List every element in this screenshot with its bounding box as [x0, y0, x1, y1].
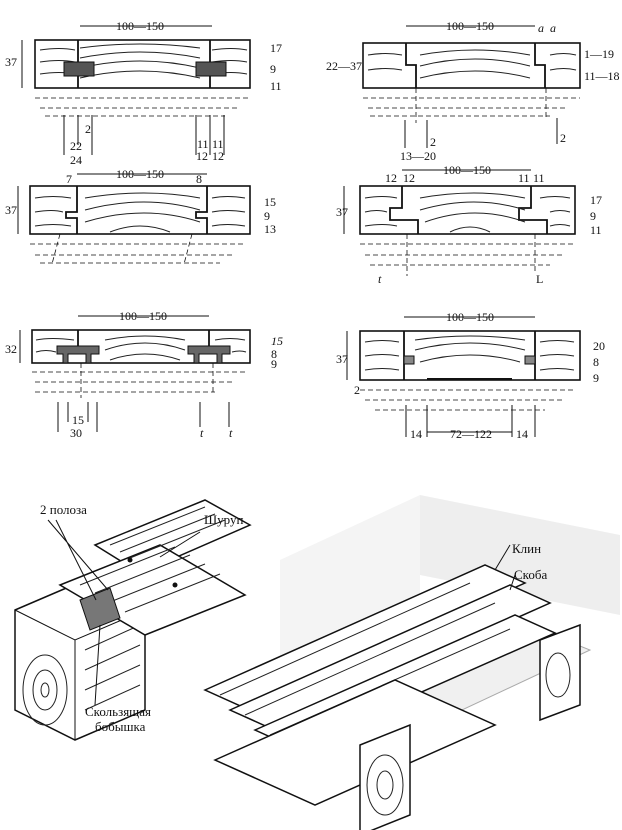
dim-top-1: 7: [66, 172, 72, 186]
dim-bottom-3: 24: [70, 153, 82, 167]
dim-left-bottom: 2: [354, 383, 360, 397]
dim-width: 100—150: [116, 19, 164, 33]
dim-width: 100—150: [446, 310, 494, 324]
dim-bottom-2: 72—122: [450, 427, 492, 441]
label-screw: Шуруп: [204, 512, 243, 527]
dim-bottom-4: t: [229, 426, 233, 440]
dim-height: 37: [5, 55, 17, 69]
label-sliding-boss-1: Скользящая: [85, 704, 151, 719]
dim-right-2: 8: [593, 355, 599, 369]
dim-bottom-6: 12: [196, 149, 208, 163]
section-5-t-spline-joint: 100—150 32 15 8 9 15 30 t t: [5, 309, 283, 440]
dim-bottom-1: 13—20: [400, 149, 436, 163]
dim-right-1: 17: [590, 193, 602, 207]
dim-bottom-2: 22: [70, 139, 82, 153]
dim-right-2: 9: [590, 209, 596, 223]
dim-right-2: 8: [271, 347, 277, 361]
dim-right-1: 15: [264, 195, 276, 209]
dim-a-2: a: [550, 21, 556, 35]
label-sliding-boss-2: бобышка: [95, 719, 146, 734]
dim-top-2: 8: [196, 172, 202, 186]
dim-height: 32: [5, 342, 17, 356]
dim-bottom-2: 2: [430, 135, 436, 149]
section-6-double-tongue-joint: 100—150 37 20 8 9 2 14 72—122 14: [336, 310, 605, 441]
dim-right-1: 20: [593, 339, 605, 353]
dim-width: 100—150: [119, 309, 167, 323]
dim-right-3: 11: [590, 223, 602, 237]
dim-width: 100—150: [446, 19, 494, 33]
dim-height: 22—37: [326, 59, 362, 73]
dim-right-2: 9: [270, 62, 276, 76]
dim-bottom-1: 2: [85, 122, 91, 136]
section-4-stepped-rebate-joint: 100—150 12 12 11 11 37 17 9 11 t L: [336, 163, 602, 286]
right-isometric-illustration: Клин Скоба: [203, 495, 620, 830]
dim-right-1: 17: [270, 41, 282, 55]
dim-right-3: 11: [270, 79, 282, 93]
dim-height: 37: [336, 205, 348, 219]
dim-bottom-3: 2: [560, 131, 566, 145]
dim-bottom-1: 15: [72, 413, 84, 427]
label-wedge: Клин: [512, 541, 541, 556]
dim-top-4: 11: [533, 171, 545, 185]
label-runners: 2 полоза: [40, 502, 87, 517]
dim-right-3: 9: [593, 371, 599, 385]
dim-right-3: 9: [271, 357, 277, 371]
dim-bottom-2: L: [536, 272, 543, 286]
dim-bottom-7: 12: [212, 149, 224, 163]
dim-right-2: 9: [264, 209, 270, 223]
dim-width: 100—150: [443, 163, 491, 177]
dim-a-1: a: [538, 21, 544, 35]
section-2-rebate-joint: 100—150 a a 22—37 1—19 11—18 13—20 2 2: [326, 19, 620, 163]
dim-right-3: 13: [264, 222, 276, 236]
dim-right-1: 1—19: [584, 47, 614, 61]
dim-right-2: 11—18: [584, 69, 620, 83]
dim-bottom-2: 30: [70, 426, 82, 440]
dim-bottom-5: 11: [212, 137, 224, 151]
label-bracket: Скоба: [514, 567, 547, 582]
dim-height: 37: [5, 203, 17, 217]
dim-top-3: 11: [518, 171, 530, 185]
dim-top-2: 12: [403, 171, 415, 185]
dim-width: 100—150: [116, 167, 164, 181]
dim-bottom-3: t: [200, 426, 204, 440]
dim-bottom-1: 14: [410, 427, 422, 441]
left-isometric-illustration: 2 полоза Шуруп Скользящая бобышка: [14, 499, 252, 741]
section-1-sliding-spline-joint: 100—150 37 17 9 11 2 22 24 11 11 12 12: [5, 19, 282, 167]
dim-bottom-3: 14: [516, 427, 528, 441]
dim-right-1: 15: [271, 334, 283, 348]
dim-bottom-1: t: [378, 272, 382, 286]
dim-top-1: 12: [385, 171, 397, 185]
dim-bottom-4: 11: [197, 137, 209, 151]
dim-height: 37: [336, 352, 348, 366]
section-3-tongue-groove-joint: 100—150 7 8 37 15 9 13: [5, 167, 276, 265]
